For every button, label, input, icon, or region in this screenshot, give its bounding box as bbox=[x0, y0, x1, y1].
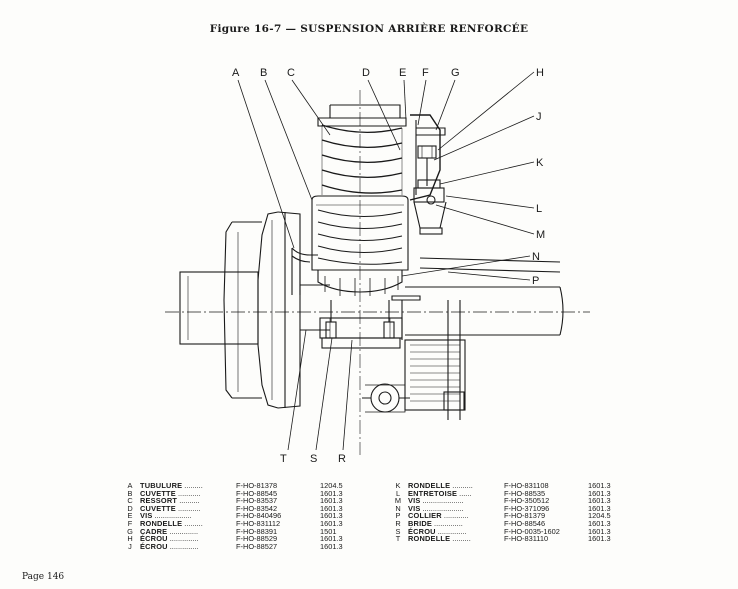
callout-L: L bbox=[536, 203, 542, 215]
callout-T: T bbox=[280, 453, 287, 465]
callout-H: H bbox=[536, 67, 544, 79]
callout-K: K bbox=[536, 157, 544, 169]
callout-G: G bbox=[451, 67, 460, 79]
suspension-drawing: A B C D E F G H J K L M N P T S R bbox=[165, 67, 590, 465]
callout-A: A bbox=[232, 67, 240, 79]
callout-F: F bbox=[422, 67, 429, 79]
callout-B: B bbox=[260, 67, 267, 79]
callout-S: S bbox=[310, 453, 317, 465]
leader-lines bbox=[237, 71, 535, 451]
callout-P: P bbox=[532, 275, 539, 287]
callout-M: M bbox=[536, 229, 545, 241]
page-number: Page 146 bbox=[22, 572, 65, 582]
callout-labels: A B C D E F G H J K L M N P T S R bbox=[232, 67, 545, 465]
callout-R: R bbox=[338, 453, 346, 465]
callout-E: E bbox=[399, 67, 406, 79]
callout-J: J bbox=[536, 111, 542, 123]
callout-C: C bbox=[287, 67, 295, 79]
drawing-body bbox=[165, 90, 590, 455]
figure-title: Figure 16-7 — SUSPENSION ARRIÈRE RENFORC… bbox=[209, 23, 529, 35]
callout-N: N bbox=[532, 251, 540, 263]
callout-D: D bbox=[362, 67, 370, 79]
